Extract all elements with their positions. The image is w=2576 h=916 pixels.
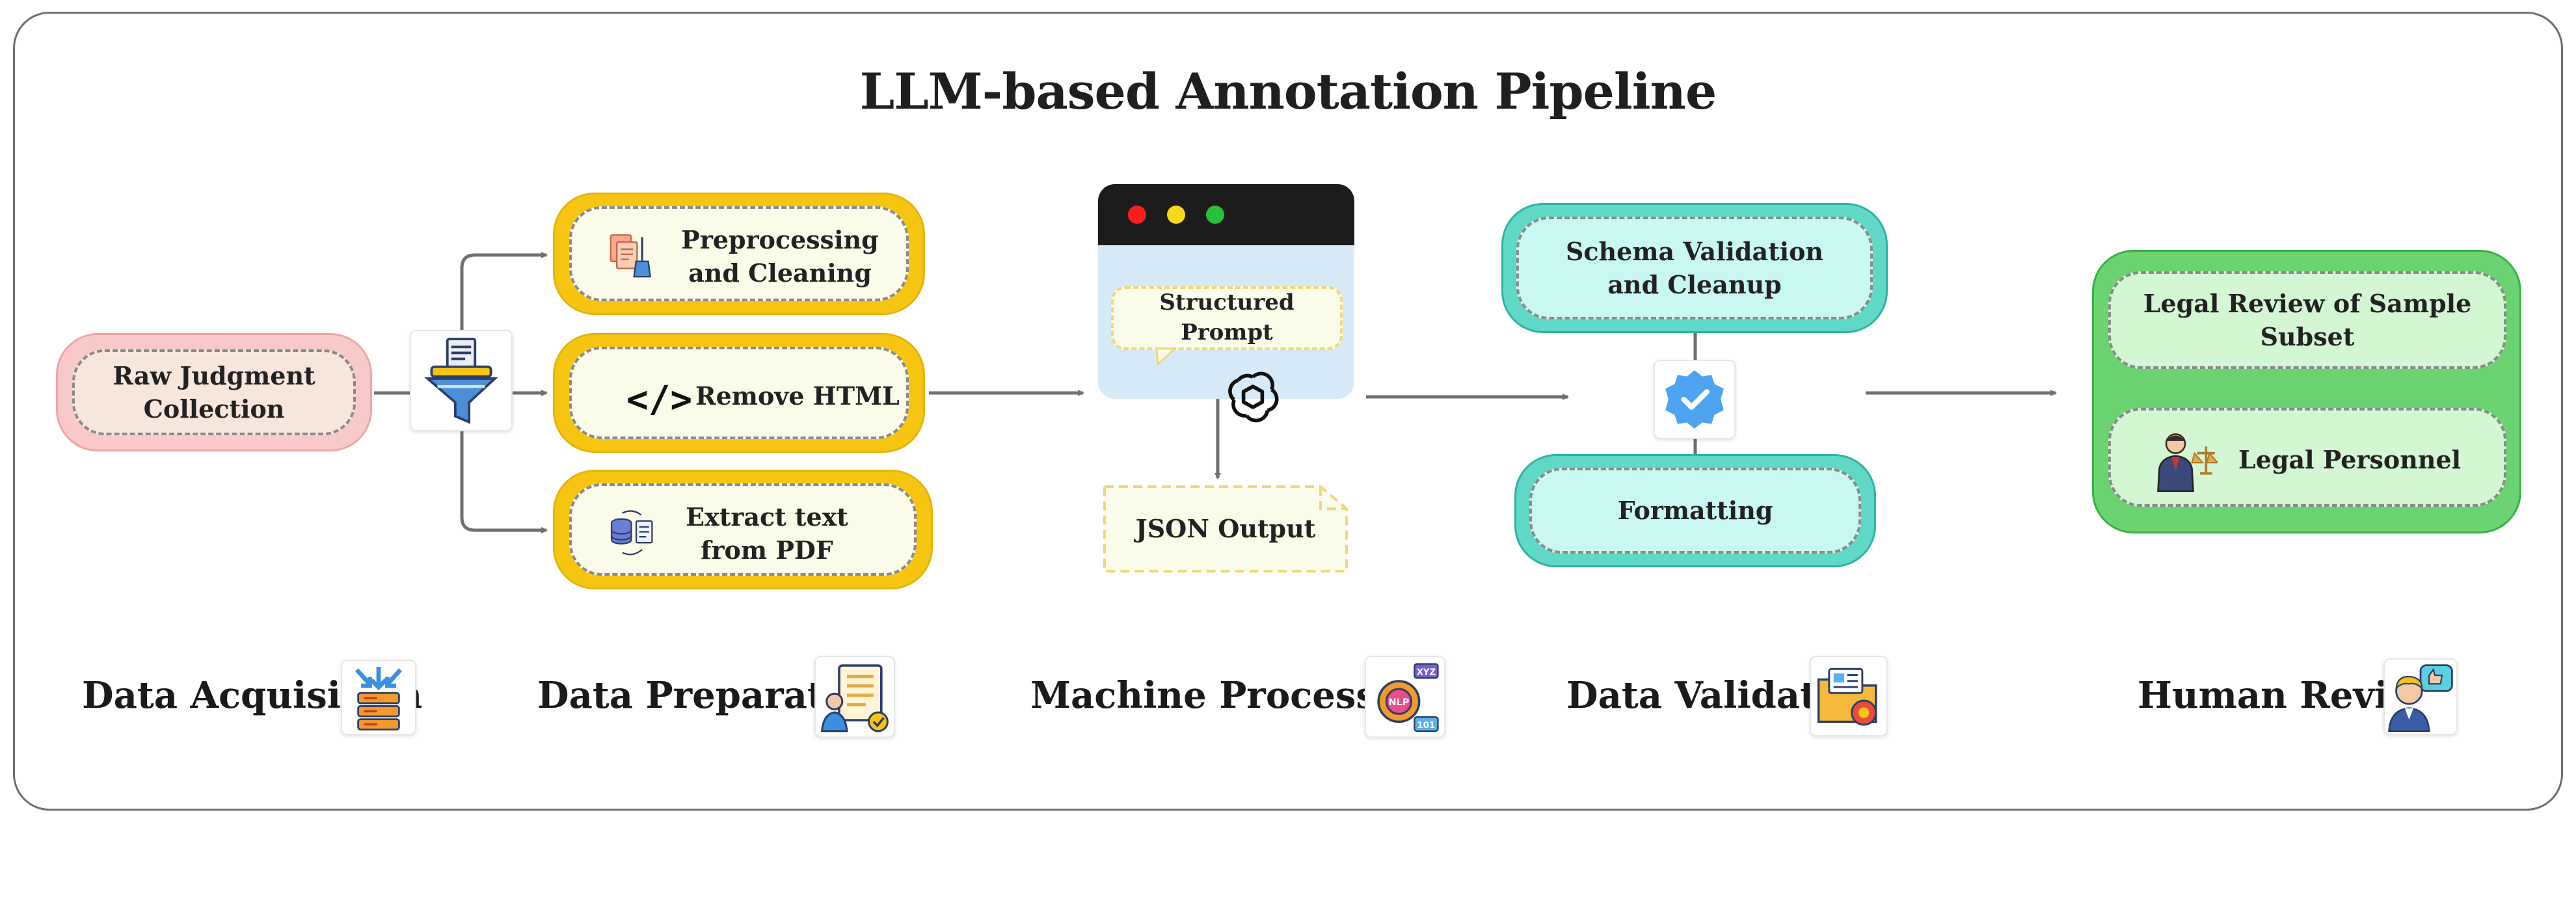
data-download-icon <box>341 660 416 735</box>
legal-review-label: Legal Review of Sample Subset <box>2108 271 2506 369</box>
remove-html-panel: </> Remove HTML <box>569 347 909 439</box>
raw-judgment-box: Raw Judgment Collection <box>56 333 372 451</box>
checklist-person-icon <box>814 656 895 738</box>
diagram-frame <box>13 12 2563 811</box>
svg-text:XYZ: XYZ <box>1417 667 1436 677</box>
arrow-filter-to-extract-pdf <box>460 431 548 533</box>
lawyer-scales-icon <box>2150 425 2220 495</box>
openai-logo-icon <box>1227 371 1279 423</box>
svg-text:101: 101 <box>1417 721 1436 731</box>
arrow-filter-to-preprocessing <box>460 252 548 361</box>
diagram-title: LLM-based Annotation Pipeline <box>859 62 1717 120</box>
extract-pdf-label: Extract text from PDF <box>686 502 848 565</box>
window-close-dot <box>1128 206 1146 224</box>
documents-broom-icon <box>606 231 656 282</box>
human-review-box: Legal Review of Sample Subset Legal Pers… <box>2092 250 2521 533</box>
formatting-label: Formatting <box>1529 468 1861 554</box>
json-output-label: JSON Output <box>1135 514 1316 544</box>
svg-text:NLP: NLP <box>1389 697 1410 708</box>
extract-pdf-panel: Extract text from PDF <box>569 483 917 576</box>
remove-html-box: </> Remove HTML <box>553 333 925 453</box>
remove-html-label: Remove HTML <box>695 381 900 411</box>
code-icon: </> <box>626 379 693 421</box>
nlp-gear-icon: NLP XYZ 101 <box>1365 656 1445 738</box>
extract-pdf-box: Extract text from PDF <box>553 470 933 589</box>
window-minimize-dot <box>1167 206 1185 224</box>
verified-badge-icon <box>1654 360 1736 439</box>
funnel-icon <box>410 330 513 431</box>
legal-personnel-label: Legal Personnel <box>2238 445 2462 474</box>
window-maximize-dot <box>1206 206 1224 224</box>
schema-validation-box: Schema Validation and Cleanup <box>1501 203 1888 333</box>
legal-personnel-panel: Legal Personnel <box>2108 408 2506 507</box>
preprocessing-panel: Preprocessing and Cleaning <box>569 206 909 301</box>
window-title-bar <box>1098 184 1354 245</box>
database-document-icon <box>606 508 659 558</box>
folder-badge-icon <box>1810 656 1888 736</box>
thumbs-up-person-icon <box>2383 658 2458 735</box>
schema-validation-label: Schema Validation and Cleanup <box>1516 217 1873 319</box>
formatting-box: Formatting <box>1514 454 1876 567</box>
preprocessing-box: Preprocessing and Cleaning <box>553 193 925 315</box>
preprocessing-label: Preprocessing and Cleaning <box>681 225 879 288</box>
structured-prompt-bubble: Structured Prompt <box>1111 286 1343 350</box>
raw-judgment-label: Raw Judgment Collection <box>72 349 356 435</box>
